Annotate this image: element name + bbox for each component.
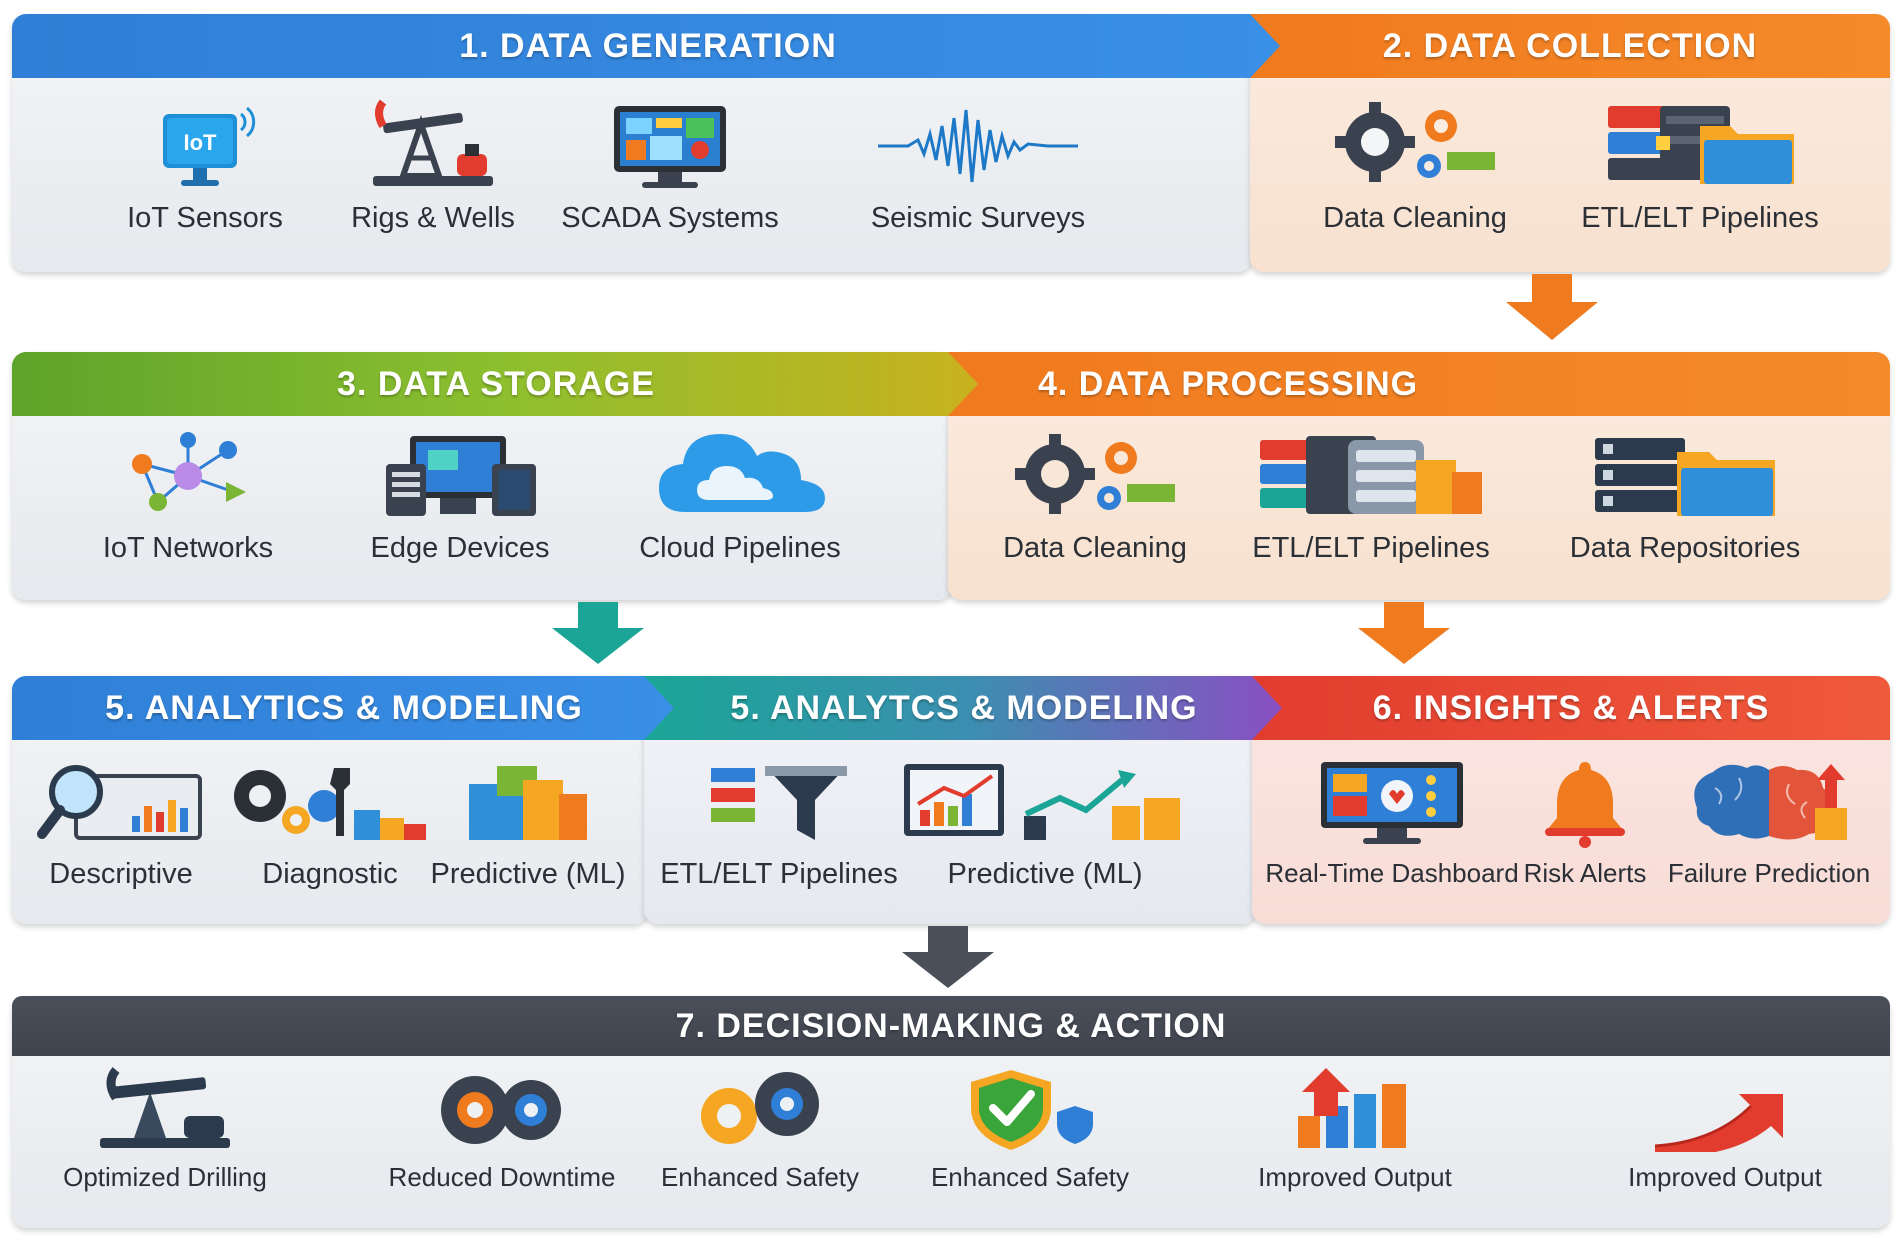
iot-networks-label: IoT Networks — [102, 532, 274, 564]
network-icon — [132, 432, 246, 511]
stage-4-header: 4. DATA PROCESSING — [948, 352, 1890, 416]
rigs-wells-item: Rigs & Wells — [338, 96, 528, 235]
edge-devices-item: Edge Devices — [360, 430, 560, 565]
cloud-pipelines-label: Cloud Pipelines — [639, 532, 841, 564]
predictive-ml-label: Predictive (ML) — [430, 858, 626, 890]
enhanced-safety-gears-label: Enhanced Safety — [660, 1162, 860, 1192]
enhanced-safety-shield-item: Enhanced Safety — [920, 1066, 1140, 1193]
scada-systems-item: SCADA Systems — [561, 100, 779, 235]
improved-output-bars-label: Improved Output — [1258, 1162, 1452, 1192]
iot-networks-item: IoT Networks — [88, 430, 288, 565]
analytics-etl-label: ETL/ELT Pipelines — [660, 858, 898, 890]
gears-icon — [441, 1076, 561, 1144]
data-repositories-label: Data Repositories — [1569, 532, 1801, 564]
processing-cleaning-item: Data Cleaning — [990, 430, 1200, 565]
collection-cleaning-item: Data Cleaning — [1310, 96, 1520, 235]
funnel-icon — [711, 766, 847, 840]
scada-systems-label: SCADA Systems — [561, 202, 779, 234]
flow-arrow-processing-down-icon — [1358, 602, 1450, 664]
bar-arrow-icon — [1654, 1094, 1783, 1152]
improved-output-bars-item: Improved Output — [1240, 1066, 1470, 1193]
stage-5b-header: 5. ANALYTCS & MODELING — [644, 676, 1284, 740]
collection-etl-label: ETL/ELT Pipelines — [1581, 202, 1819, 234]
improved-output-arrow-label: Improved Output — [1628, 1162, 1822, 1192]
processing-cleaning-label: Data Cleaning — [1003, 532, 1187, 564]
descriptive-item: Descriptive — [26, 758, 216, 891]
cloud-icon — [659, 434, 825, 512]
stage-1-header: 1. DATA GENERATION — [12, 14, 1284, 78]
reduced-downtime-label: Reduced Downtime — [388, 1162, 616, 1192]
bell-icon — [1545, 762, 1625, 848]
seismic-wave-icon — [878, 109, 1078, 183]
edge-devices-icon — [386, 436, 536, 516]
stage-6-header: 6. INSIGHTS & ALERTS — [1252, 676, 1890, 740]
improved-output-arrow-item: Improved Output — [1610, 1066, 1840, 1193]
growth-chart-icon — [904, 764, 1180, 840]
optimized-drilling-label: Optimized Drilling — [63, 1162, 267, 1192]
failure-prediction-label: Failure Prediction — [1667, 858, 1871, 888]
scada-monitor-icon — [614, 106, 726, 188]
realtime-dashboard-item: Real-Time Dashboard — [1262, 758, 1522, 889]
oil-pump-icon — [373, 99, 493, 186]
enhanced-safety-gears-item: Enhanced Safety — [650, 1066, 870, 1193]
processing-etl-item: ETL/ELT Pipelines — [1246, 430, 1496, 565]
diagnostic-item: Diagnostic — [234, 758, 426, 891]
flow-arrow-analytics-down-icon — [902, 926, 994, 988]
brain-icon — [1694, 764, 1847, 840]
gears-icon — [1015, 434, 1175, 514]
stage-2-header: 2. DATA COLLECTION — [1250, 14, 1890, 78]
seismic-surveys-item: Seismic Surveys — [858, 100, 1098, 235]
dashboard-icon — [1321, 762, 1463, 844]
optimized-drilling-item: Optimized Drilling — [40, 1066, 290, 1193]
gears-icon — [234, 768, 426, 840]
shield-check-icon — [971, 1070, 1093, 1150]
iot-sensors-label: IoT Sensors — [127, 202, 283, 234]
diagnostic-label: Diagnostic — [262, 858, 398, 890]
failure-prediction-item: Failure Prediction — [1664, 758, 1874, 889]
analytics-predictive-item: Predictive (ML) — [900, 758, 1190, 891]
cloud-pipelines-item: Cloud Pipelines — [630, 426, 850, 565]
bar-arrow-icon — [1298, 1068, 1406, 1148]
magnifier-chart-icon — [37, 765, 202, 840]
risk-alerts-label: Risk Alerts — [1523, 858, 1647, 888]
enhanced-safety-shield-label: Enhanced Safety — [930, 1162, 1130, 1192]
risk-alerts-item: Risk Alerts — [1510, 758, 1660, 889]
flow-arrow-collection-down-icon — [1506, 274, 1598, 340]
reduced-downtime-item: Reduced Downtime — [372, 1066, 632, 1193]
iot-sensor-icon: IoT — [163, 106, 256, 186]
collection-cleaning-label: Data Cleaning — [1323, 202, 1507, 234]
flow-arrow-storage-down-icon — [552, 602, 644, 664]
predictive-ml-item: Predictive (ML) — [428, 758, 628, 891]
analytics-predictive-label: Predictive (ML) — [947, 858, 1143, 890]
iot-sensors-item: IoT IoT Sensors — [110, 100, 300, 235]
rigs-wells-label: Rigs & Wells — [351, 202, 515, 234]
analytics-etl-item: ETL/ELT Pipelines — [660, 758, 898, 891]
gears-icon — [701, 1072, 819, 1144]
stage-3-header: 3. DATA STORAGE — [12, 352, 980, 416]
descriptive-label: Descriptive — [49, 858, 193, 890]
folder-icon — [1595, 438, 1775, 516]
stage-5a-header: 5. ANALYTICS & MODELING — [12, 676, 676, 740]
seismic-surveys-label: Seismic Surveys — [870, 202, 1086, 234]
edge-devices-label: Edge Devices — [370, 532, 550, 564]
svg-text:IoT: IoT — [184, 130, 218, 155]
processing-etl-label: ETL/ELT Pipelines — [1252, 532, 1490, 564]
realtime-dashboard-label: Real-Time Dashboard — [1265, 858, 1519, 888]
oil-pump-icon — [100, 1067, 230, 1148]
data-repositories-item: Data Repositories — [1560, 430, 1810, 565]
stage-7-header: 7. DECISION-MAKING & ACTION — [12, 996, 1890, 1056]
server-folder-icon — [1608, 106, 1794, 184]
gears-icon — [1335, 102, 1495, 182]
server-folder-icon — [1260, 436, 1482, 514]
collection-etl-item: ETL/ELT Pipelines — [1570, 96, 1830, 235]
server-folder-icon — [469, 766, 587, 840]
